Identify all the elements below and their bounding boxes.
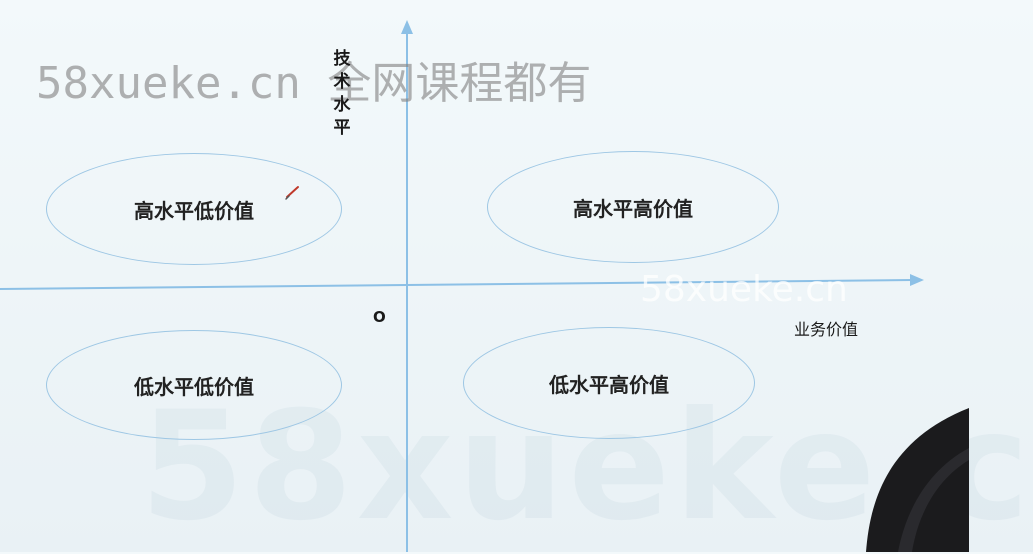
y-axis-label: 技术水平 [333,49,351,138]
x-axis-label: 业务价值 [794,320,859,339]
quadrant-bottom-right: 低水平高价值 [463,327,755,439]
quadrant-top-left-label: 高水平低价值 [134,198,254,223]
x-axis-arrow [910,274,924,286]
quadrant-bottom-right-label: 低水平高价值 [549,372,669,397]
quadrant-top-right-label: 高水平高价值 [573,196,693,221]
slide: 58xueke.c 58xueke.cn 全网课程都有 58xueke.cn 技… [0,20,1029,552]
y-axis-arrow [401,20,413,34]
origin-label: O [373,308,386,326]
x-axis [0,279,913,290]
axes [0,20,924,552]
quadrant-bottom-left: 低水平低价值 [46,330,342,440]
presenter-silhouette [866,408,969,552]
pen-cursor-icon [285,186,299,200]
watermark-top: 58xueke.cn 全网课程都有 [36,58,592,109]
quadrant-top-right: 高水平高价值 [487,151,779,263]
quadrant-bottom-left-label: 低水平低价值 [134,374,254,399]
watermark-right: 58xueke.cn [640,269,848,310]
quadrant-top-left: 高水平低价值 [46,153,342,265]
